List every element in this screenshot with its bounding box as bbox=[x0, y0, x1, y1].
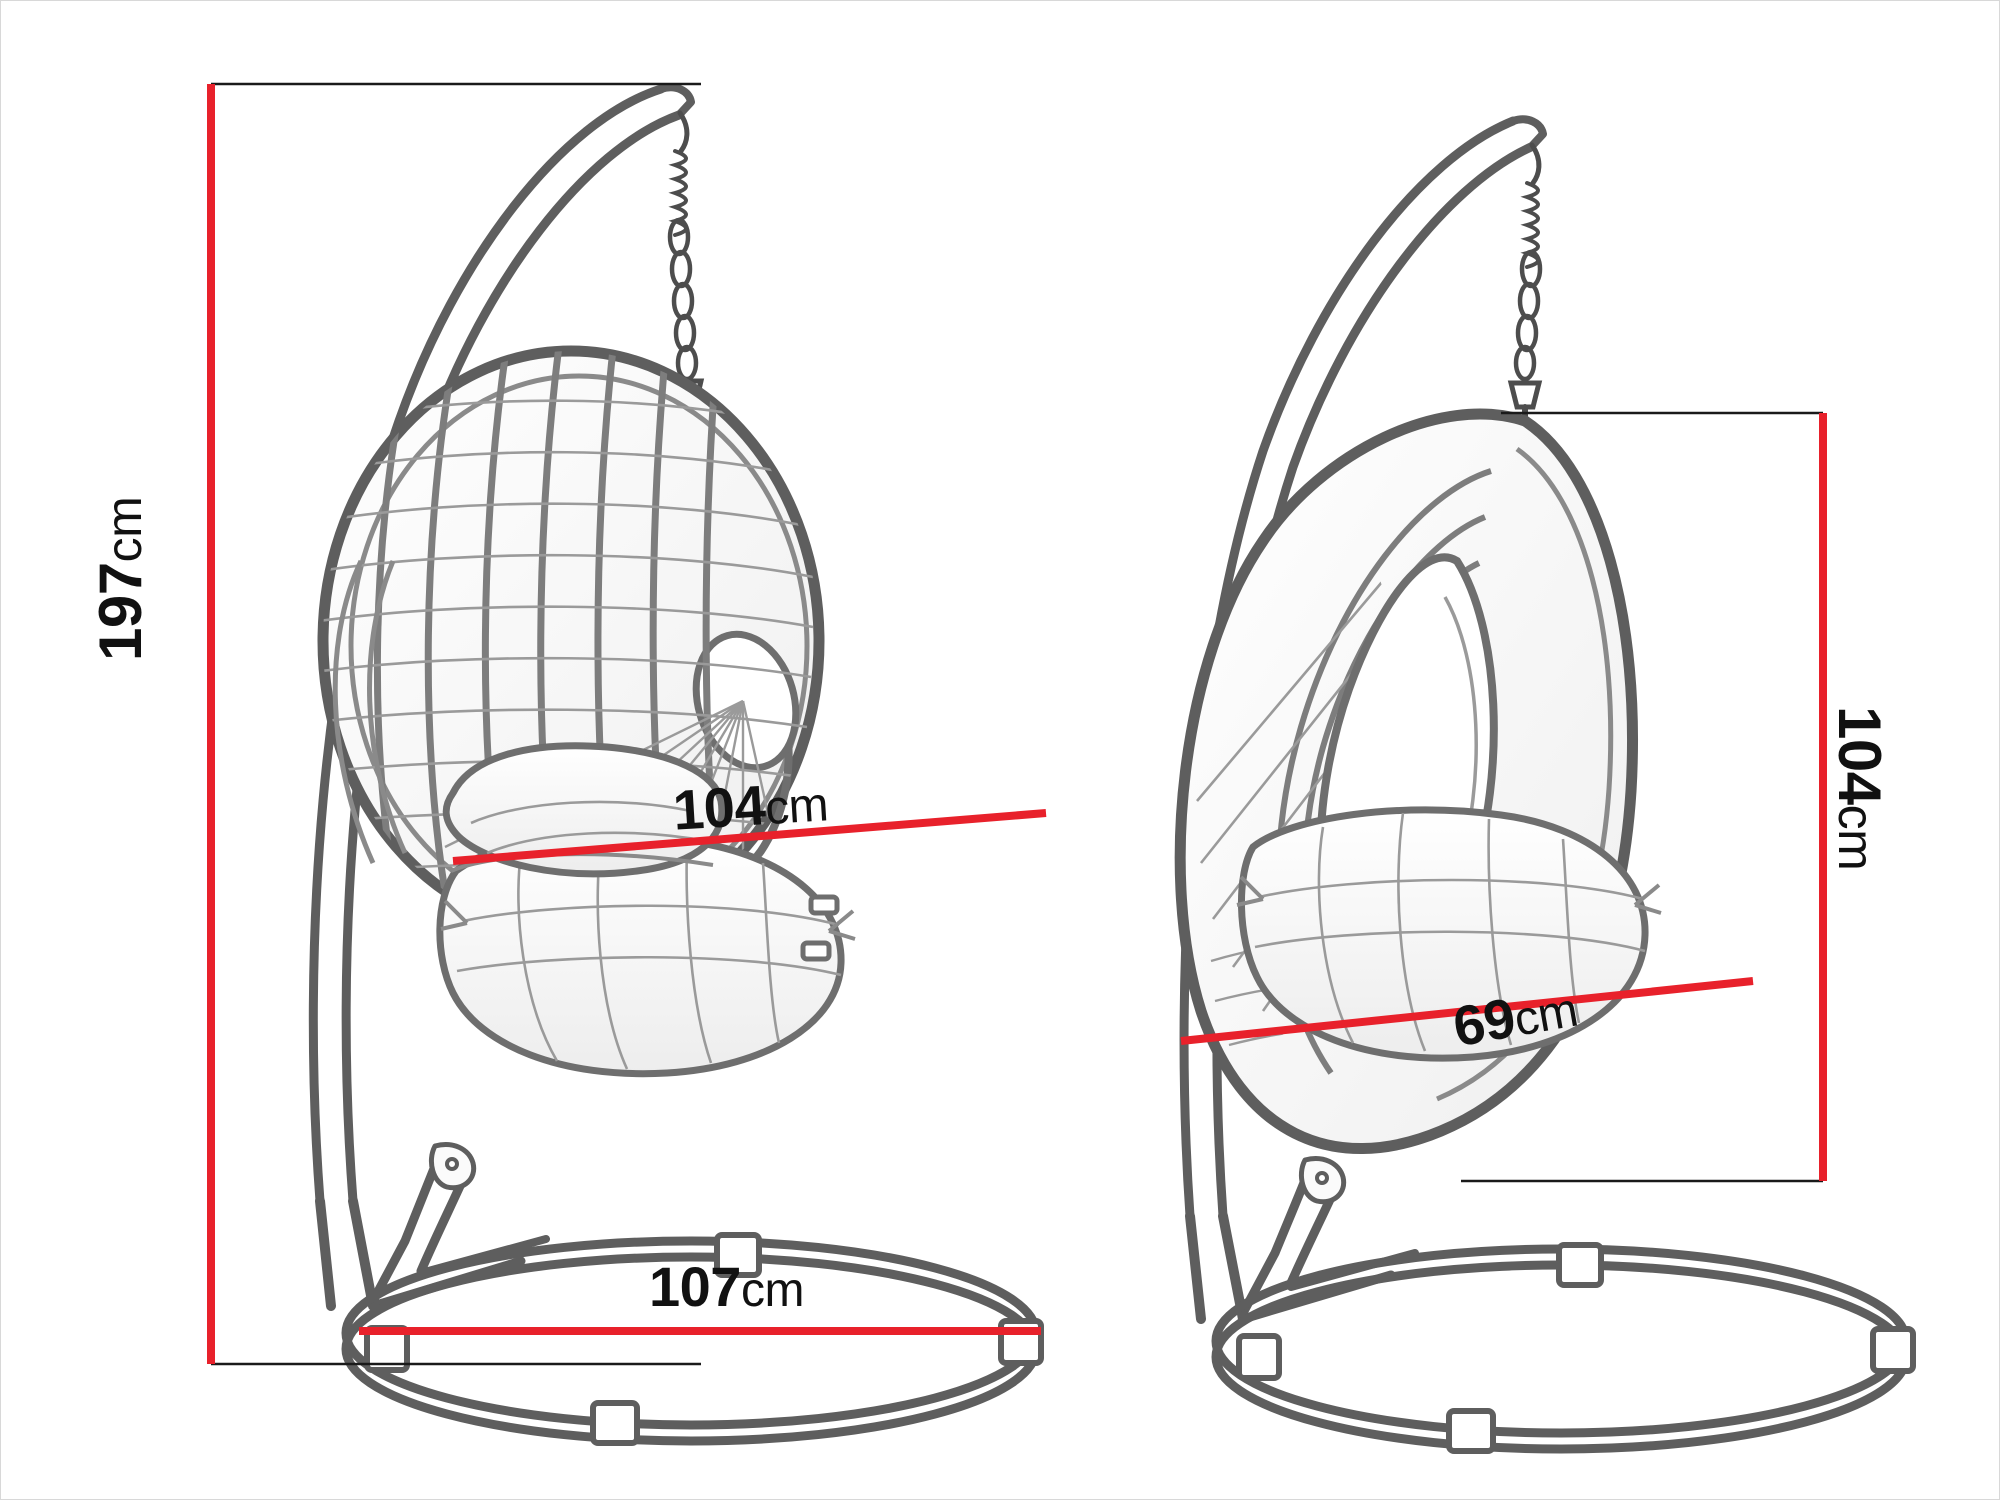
side-base-feet bbox=[1236, 1242, 1916, 1454]
dim-line-104-front bbox=[452, 809, 1047, 865]
side-seat-cushion bbox=[1236, 806, 1662, 1062]
extension-lines bbox=[211, 82, 1823, 1366]
side-suspension bbox=[1507, 142, 1543, 422]
dim-line-69 bbox=[1180, 977, 1754, 1045]
front-shell-fittings bbox=[800, 894, 840, 962]
dimension-lines bbox=[207, 84, 1827, 1364]
front-base-ring bbox=[341, 1236, 1041, 1446]
